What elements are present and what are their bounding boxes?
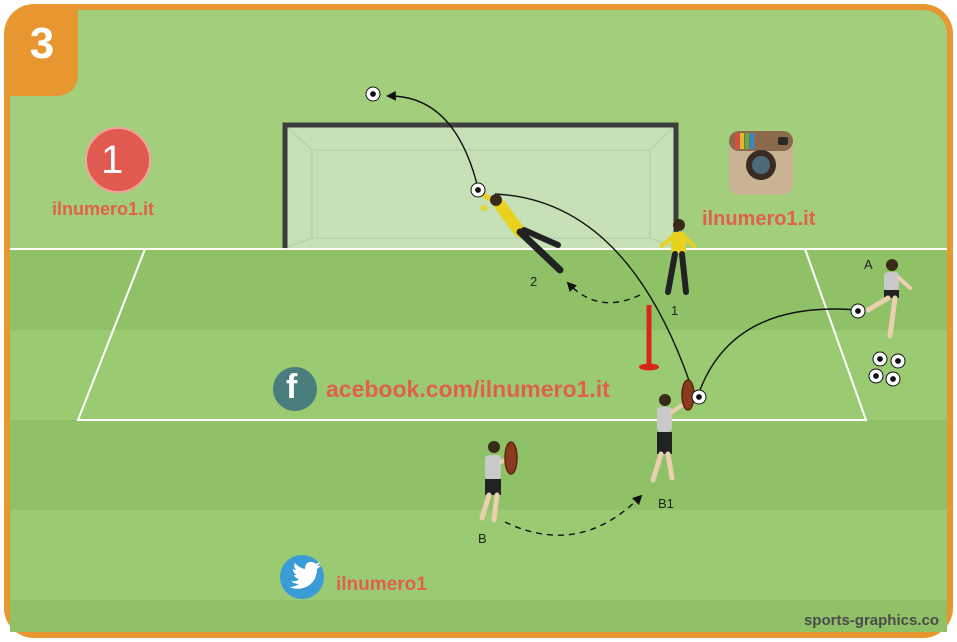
penalty-box	[76, 248, 868, 421]
label-player-a: A	[864, 257, 873, 272]
player-a	[865, 259, 912, 339]
ilnumero1-logo-icon	[85, 127, 151, 193]
facebook-glyph: f	[286, 368, 298, 406]
twitter-icon	[280, 555, 324, 599]
label-position-2: 2	[530, 274, 538, 289]
keeper-dive-move	[566, 281, 641, 304]
facebook-url-text: acebook.com/ilnumero1.it	[326, 376, 610, 402]
shot-path-b1	[494, 193, 695, 396]
cross-path-a	[699, 308, 859, 391]
soccer-balls	[365, 86, 906, 405]
facebook-icon	[273, 367, 317, 411]
goalkeeper-diving	[479, 191, 564, 274]
instagram-site-text: ilnumero1.it	[702, 208, 816, 230]
instagram-icon	[729, 131, 793, 195]
step-number: 3	[29, 19, 55, 68]
twitter-handle-text: ilnumero1	[336, 574, 427, 595]
pole-marker	[639, 305, 659, 371]
label-player-b1: B1	[658, 496, 674, 511]
field-lines	[10, 248, 947, 421]
goalkeeper-standing	[660, 219, 696, 295]
logo-glyph: 1	[101, 138, 124, 182]
label-player-b: B	[478, 531, 487, 546]
player-b	[479, 441, 512, 523]
save-deflection-path	[386, 90, 479, 189]
goal-posts	[282, 122, 679, 248]
credit-text: sports-graphics.co	[803, 612, 939, 629]
rebounder-b	[504, 441, 518, 475]
trajectories	[386, 90, 859, 536]
pitch-stripes	[10, 250, 947, 632]
label-position-1: 1	[671, 303, 679, 318]
step-badge	[10, 10, 78, 96]
player-b1	[650, 394, 686, 483]
logo-site-text: ilnumero1.it	[52, 199, 155, 219]
